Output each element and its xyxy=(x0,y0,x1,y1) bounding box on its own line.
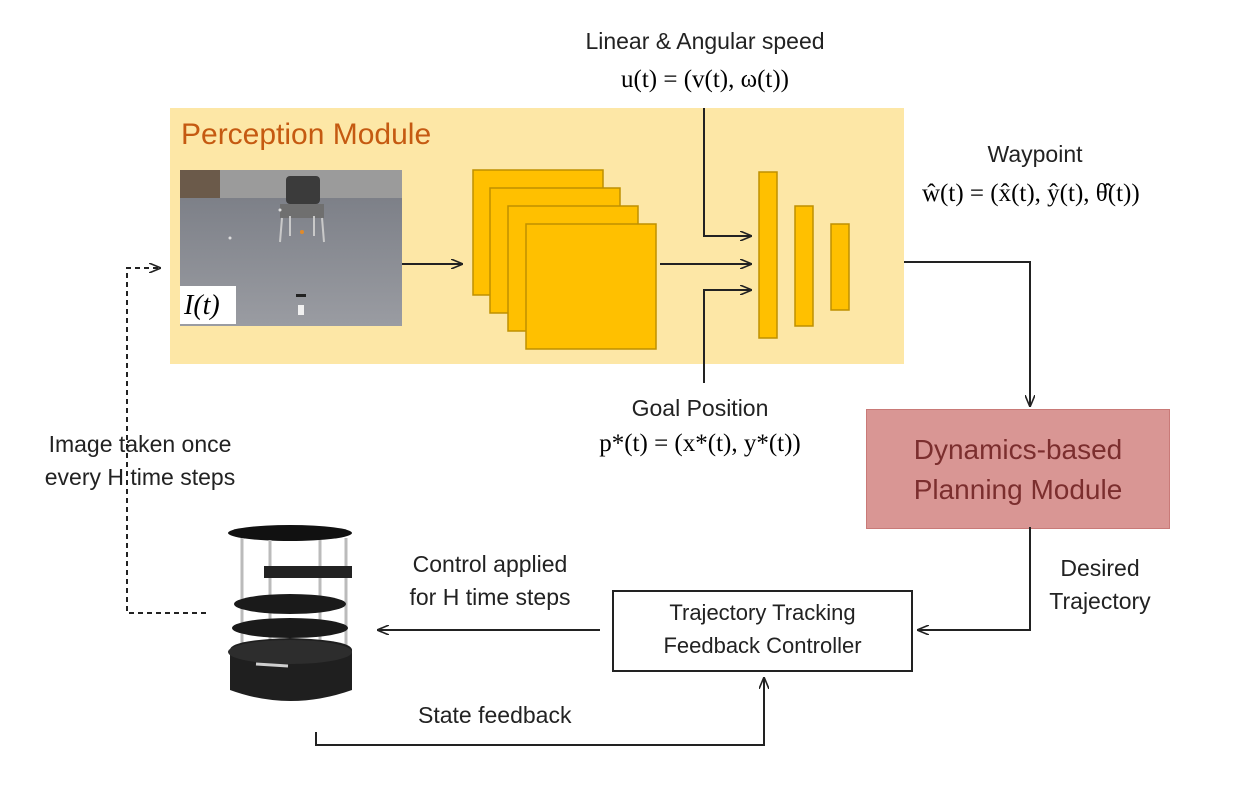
control-applied-label: Control applied for H time steps xyxy=(380,548,600,614)
image-taken-line-1: Image taken once xyxy=(48,431,232,457)
speed-formula: u(t) = (v(t), ω(t)) xyxy=(621,66,789,93)
planning-line-1: Dynamics-based xyxy=(913,434,1123,465)
arrow-state-feedback xyxy=(315,678,764,746)
desired-trajectory-label: Desired Trajectory xyxy=(1020,552,1180,618)
controller-line-1: Trajectory Tracking xyxy=(669,600,856,625)
perception-module-title: Perception Module xyxy=(181,118,432,151)
controller-label: Trajectory Tracking Feedback Controller xyxy=(614,596,911,662)
goal-label: Goal Position xyxy=(631,395,769,421)
fc-layer-3 xyxy=(830,223,850,311)
waypoint-label: Waypoint xyxy=(987,141,1083,167)
chair-icon xyxy=(279,176,325,243)
desired-line-2: Trajectory xyxy=(1049,588,1151,614)
arrow-goal-to-fc xyxy=(703,290,751,383)
fc-layers xyxy=(758,171,850,339)
speed-label: Linear & Angular speed xyxy=(585,28,825,54)
desired-line-1: Desired xyxy=(1060,555,1140,581)
arrow-image-loop xyxy=(126,268,206,614)
planning-module-box xyxy=(866,409,1170,529)
image-taken-line-2: every H time steps xyxy=(44,464,236,490)
cnn-feature-maps xyxy=(472,169,657,350)
image-label-box xyxy=(180,286,236,324)
image-label: I(t) xyxy=(184,290,220,321)
image-taken-label: Image taken once every H time steps xyxy=(20,428,260,494)
fc-layer-2 xyxy=(794,205,814,327)
control-applied-line-1: Control applied xyxy=(412,551,568,577)
goal-formula: p*(t) = (x*(t), y*(t)) xyxy=(599,430,801,457)
camera-image-illustration xyxy=(180,170,402,326)
state-feedback-label: State feedback xyxy=(418,702,572,728)
control-applied-line-2: for H time steps xyxy=(409,584,571,610)
waypoint-formula: ŵ(t) = (x̂(t), ŷ(t), θ̂(t)) xyxy=(922,180,1140,207)
fc-layer-1 xyxy=(758,171,778,339)
feature-map-4 xyxy=(525,223,657,350)
arrow-speed-to-fc xyxy=(703,108,751,236)
controller-line-2: Feedback Controller xyxy=(663,633,862,658)
arrow-planning-to-controller xyxy=(918,527,1031,630)
arrow-waypoint-to-planning xyxy=(904,261,1030,406)
camera-image xyxy=(180,170,402,326)
robot-icon xyxy=(228,525,352,701)
planning-module-label: Dynamics-based Planning Module xyxy=(866,430,1170,510)
planning-line-2: Planning Module xyxy=(913,474,1123,505)
controller-box xyxy=(612,590,913,672)
